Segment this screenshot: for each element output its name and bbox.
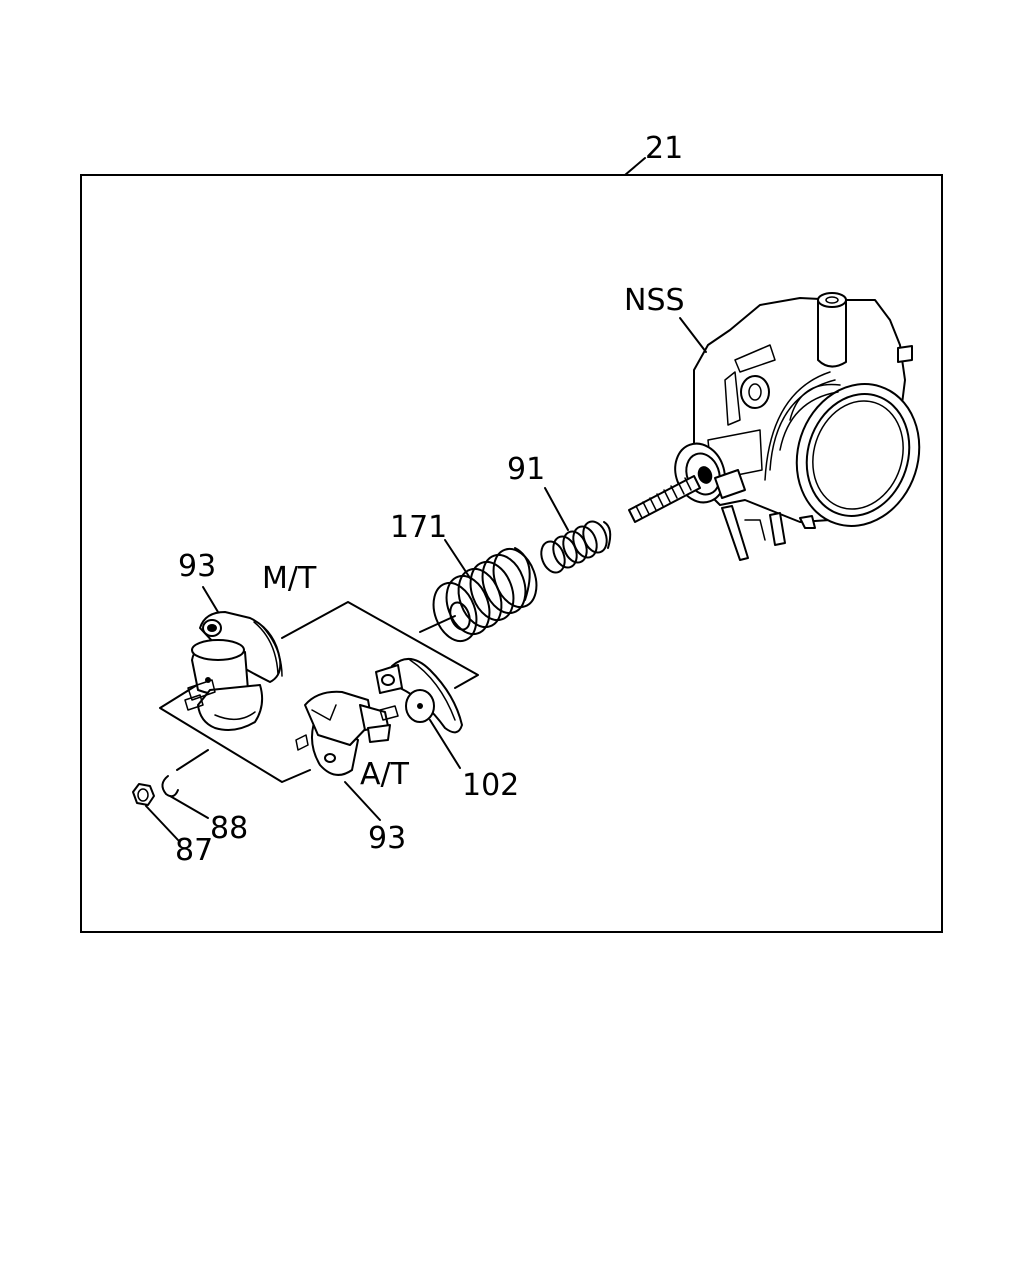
callout-nss: NSS <box>624 283 685 318</box>
callout-171: 171 <box>390 510 447 545</box>
label-mt: M/T <box>262 561 317 596</box>
leader-171 <box>444 539 471 579</box>
lever-mt <box>184 611 283 731</box>
leader-93-at <box>344 781 381 821</box>
spring-small <box>540 520 612 574</box>
callout-21: 21 <box>645 131 683 166</box>
throttle-body <box>628 292 921 561</box>
callout-87: 87 <box>175 833 213 868</box>
axis-line <box>419 615 456 633</box>
leader-88 <box>169 795 209 819</box>
callout-91: 91 <box>507 452 545 487</box>
leader-nss <box>679 317 707 353</box>
callout-93-mt: 93 <box>178 549 216 584</box>
nut-87 <box>132 783 155 806</box>
callout-93-at: 93 <box>368 821 406 856</box>
spring-large <box>432 547 538 643</box>
leader-102 <box>429 719 461 769</box>
variant-bracket-at <box>159 679 311 783</box>
callout-102: 102 <box>462 768 519 803</box>
variant-bracket-mt <box>281 601 479 689</box>
plate-102 <box>375 658 463 734</box>
callout-88: 88 <box>210 811 248 846</box>
washer-88 <box>161 775 179 798</box>
leader-87 <box>145 805 179 841</box>
label-at: A/T <box>360 757 410 792</box>
leader-93-mt <box>202 586 219 613</box>
leader-21 <box>624 157 646 176</box>
lever-at <box>295 690 391 776</box>
leader-91 <box>544 487 569 531</box>
assembly-frame <box>80 174 943 933</box>
